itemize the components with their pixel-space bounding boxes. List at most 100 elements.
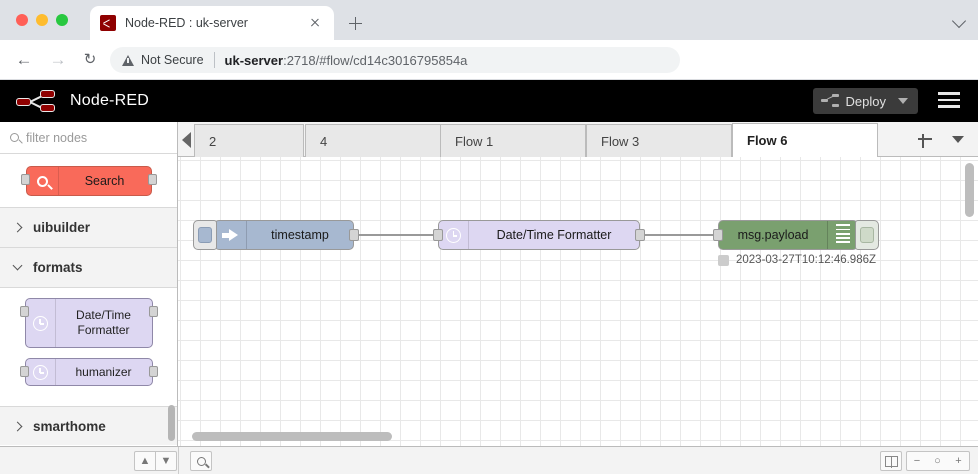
node-input-port[interactable] — [433, 229, 443, 241]
deploy-icon — [820, 94, 839, 108]
wire-formatter-to-debug — [644, 234, 720, 236]
node-input-port — [19, 366, 29, 377]
flow-node-datetime-formatter[interactable]: Date/Time Formatter — [433, 220, 645, 250]
chevron-down-icon — [12, 260, 23, 271]
debug-enable-toggle[interactable] — [855, 220, 879, 250]
deploy-label: Deploy — [845, 93, 886, 109]
node-input-port — [19, 306, 29, 317]
reload-icon[interactable]: ↻ — [83, 51, 97, 68]
flow-node-timestamp[interactable]: timestamp — [193, 220, 359, 250]
navigator-map-icon[interactable] — [880, 451, 902, 471]
debug-lines-icon — [827, 221, 857, 249]
flow-node-label: timestamp — [271, 228, 329, 242]
flow-menu-icon[interactable] — [952, 136, 964, 143]
footer-divider — [178, 447, 179, 474]
node-status-text: 2023-03-27T10:12:46.986Z — [736, 254, 877, 266]
flow-tab-label: 4 — [320, 133, 328, 149]
canvas-horizontal-scrollbar[interactable] — [192, 432, 392, 441]
address-bar[interactable]: Not Secure uk-server:2718/#flow/cd14c301… — [110, 47, 680, 73]
flow-tab-flow-3[interactable]: Flow 3 — [586, 124, 732, 157]
node-output-port — [147, 174, 157, 185]
clock-icon — [439, 221, 469, 249]
node-output-port — [148, 306, 158, 317]
not-secure-warning-icon — [122, 54, 134, 66]
flow-node-debug[interactable]: msg.payload — [713, 220, 879, 250]
node-input-port[interactable] — [713, 229, 723, 241]
flow-tab-label: Flow 3 — [601, 133, 640, 149]
chevron-right-icon — [12, 222, 23, 233]
close-icon[interactable] — [306, 14, 324, 32]
palette-filter-placeholder: filter nodes — [26, 130, 88, 145]
chevron-down-icon[interactable] — [898, 98, 908, 104]
flow-tab-flow-1[interactable]: Flow 1 — [440, 124, 586, 157]
flow-tab-label: Flow 6 — [747, 133, 788, 148]
url-host: uk-server — [224, 52, 284, 68]
palette-node-search[interactable]: Search — [20, 166, 157, 196]
node-red-logo-icon — [16, 89, 60, 113]
palette-node-datetime-formatter[interactable]: Date/Time Formatter — [19, 298, 158, 348]
add-flow-icon[interactable] — [916, 130, 934, 148]
back-arrow-icon[interactable]: ← — [15, 50, 33, 69]
palette-node-label: Date/Time Formatter — [76, 308, 131, 337]
flow-tab-flow-6[interactable]: Flow 6 — [732, 123, 878, 157]
palette-category-uibuilder[interactable]: uibuilder — [0, 208, 177, 248]
node-output-port[interactable] — [349, 229, 359, 241]
flow-node-label: msg.payload — [737, 228, 809, 242]
clock-icon — [26, 299, 56, 347]
omnibox-divider — [213, 52, 215, 68]
forward-arrow-icon[interactable]: → — [49, 50, 67, 69]
close-window-button[interactable] — [16, 14, 28, 26]
flow-tab-label: 2 — [209, 133, 217, 149]
zoom-in-button[interactable]: + — [948, 451, 970, 471]
flow-tab-2[interactable]: 2 — [194, 124, 304, 157]
nodered-header: Node-RED Deploy — [0, 80, 978, 122]
palette-node-label: humanizer — [75, 364, 132, 379]
node-input-port — [20, 174, 30, 185]
node-output-port — [148, 366, 158, 377]
palette-search-node-group: Search — [0, 154, 177, 208]
search-icon — [10, 133, 19, 142]
chevron-right-icon — [12, 421, 23, 432]
canvas-vertical-scrollbar[interactable] — [965, 163, 974, 217]
browser-tab[interactable]: Node-RED : uk-server — [90, 6, 334, 40]
palette-scroll-area: Search uibuilder formats Date/Time Forma… — [0, 154, 177, 445]
inject-trigger-button[interactable] — [193, 220, 217, 250]
node-output-port[interactable] — [635, 229, 645, 241]
minimize-window-button[interactable] — [36, 14, 48, 26]
flow-tab-4[interactable]: 4 — [305, 124, 451, 157]
expand-all-icon[interactable]: ▼ — [155, 451, 177, 471]
maximize-window-button[interactable] — [56, 14, 68, 26]
url-text: uk-server:2718/#flow/cd14c3016795854a — [225, 53, 468, 68]
palette-category-formats[interactable]: formats — [0, 248, 177, 288]
security-label: Not Secure — [141, 53, 204, 67]
browser-toolbar: ← → ↻ Not Secure uk-server:2718/#flow/cd… — [0, 40, 978, 112]
new-tab-button[interactable] — [344, 12, 366, 34]
flow-canvas[interactable]: timestamp Date/Time Formatter msg.payloa… — [178, 157, 978, 446]
zoom-reset-button[interactable]: ○ — [927, 451, 949, 471]
palette-scrollbar[interactable] — [168, 405, 175, 441]
inject-arrow-icon — [215, 221, 247, 249]
palette-filter-input[interactable]: filter nodes — [0, 122, 177, 154]
app-title: Node-RED — [70, 92, 149, 109]
search-icon[interactable] — [190, 451, 212, 471]
scroll-left-icon[interactable] — [182, 132, 191, 148]
browser-tab-title: Node-RED : uk-server — [125, 16, 248, 30]
palette-category-label: uibuilder — [33, 220, 90, 235]
deploy-button[interactable]: Deploy — [812, 88, 918, 114]
palette-node-humanizer[interactable]: humanizer — [19, 358, 158, 386]
url-path: :2718/#flow/cd14c3016795854a — [283, 52, 468, 68]
palette-category-smarthome[interactable]: smarthome — [0, 407, 177, 445]
chevron-down-icon[interactable] — [951, 13, 967, 29]
browser-tab-bar: Node-RED : uk-server — [0, 0, 978, 40]
palette-node-label: Search — [84, 174, 125, 188]
wire-inject-to-formatter — [358, 234, 440, 236]
clock-icon — [26, 359, 56, 385]
collapse-all-icon[interactable]: ▲ — [134, 451, 156, 471]
window-controls — [16, 14, 68, 26]
zoom-out-button[interactable]: − — [906, 451, 928, 471]
flow-tab-label: Flow 1 — [455, 133, 494, 149]
node-palette: filter nodes Search uibuilder formats — [0, 122, 178, 446]
hamburger-menu-icon[interactable] — [938, 92, 960, 112]
node-red-favicon — [100, 15, 116, 31]
